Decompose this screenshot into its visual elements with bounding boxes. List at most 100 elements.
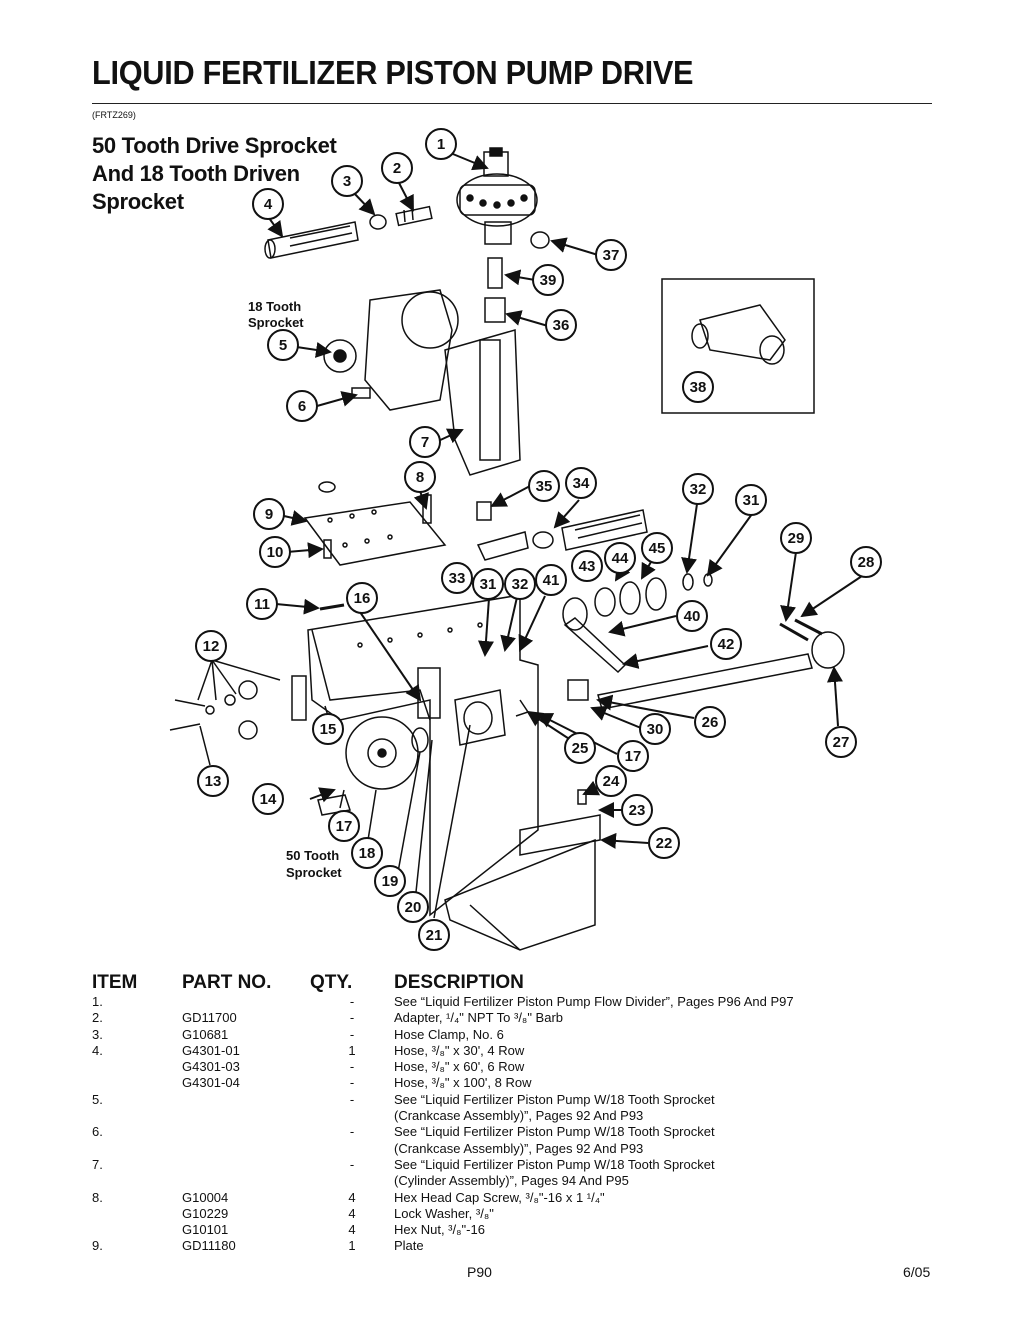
cell-part-number	[182, 994, 310, 1010]
callout-circle	[532, 264, 564, 296]
cell-description: Hose, ³/₈" x 100', 8 Row	[394, 1075, 532, 1091]
cell-qty	[310, 1173, 394, 1189]
plate-drawing	[303, 501, 447, 566]
cell-qty: 1	[348, 1238, 356, 1254]
cell-description: Adapter, ¹/₄" NPT To ³/₈" Barb	[394, 1010, 564, 1026]
diagram-subtitle: 50 Tooth Drive Sprocket And 18 Tooth Dri…	[92, 132, 337, 216]
callout-number: 38	[690, 379, 707, 396]
callout-19: 19	[374, 865, 406, 897]
callout-29: 29	[780, 522, 812, 554]
cell-item	[92, 1222, 182, 1238]
callout-number: 37	[603, 247, 620, 264]
bolt-11-drawing	[319, 603, 345, 611]
callout-23: 23	[621, 794, 653, 826]
cell-qty	[310, 1108, 394, 1124]
callout-number: 25	[572, 740, 589, 757]
callout-circle	[331, 165, 363, 197]
callout-36: 36	[545, 309, 577, 341]
fitting-36-drawing	[484, 297, 506, 323]
cell-part-number	[182, 1141, 310, 1157]
callout-circle	[571, 550, 603, 582]
callout-2: 2	[381, 152, 413, 184]
cell-part-number: G10004	[182, 1189, 229, 1205]
callout-number: 9	[265, 506, 273, 523]
callout-17: 17	[617, 740, 649, 772]
cell-item: 9.	[92, 1238, 103, 1254]
callout-circle	[381, 152, 413, 184]
callout-circle	[286, 390, 318, 422]
bolt-10-drawing	[323, 539, 332, 559]
parts-table: ITEM PART NO. QTY. DESCRIPTION 1.-See “L…	[92, 970, 914, 1255]
cell-description: See “Liquid Fertilizer Piston Pump W/18 …	[394, 1091, 715, 1107]
cell-qty: 4	[348, 1189, 356, 1205]
callout-number: 19	[382, 873, 399, 890]
callout-circle	[418, 919, 450, 951]
cell-part-number: G10101	[182, 1222, 229, 1238]
leader-lines	[267, 151, 863, 849]
callout-number: 18	[359, 845, 376, 862]
callout-circle	[267, 329, 299, 361]
callout-circle	[246, 588, 278, 620]
callout-37: 37	[595, 239, 627, 271]
callout-circle	[564, 732, 596, 764]
callout-26: 26	[694, 706, 726, 738]
callout-35: 35	[528, 470, 560, 502]
cell-description: See “Liquid Fertilizer Piston Pump Flow …	[394, 994, 794, 1009]
callout-circle	[825, 726, 857, 758]
cell-part-number: G4301-03	[182, 1059, 240, 1075]
callout-5: 5	[267, 329, 299, 361]
fitting-drawing	[476, 501, 492, 521]
table-row: G4301-04-Hose, ³/₈" x 100', 8 Row	[92, 1075, 914, 1091]
figure-code: (FRTZ269)	[92, 110, 136, 120]
title-rule	[92, 103, 932, 104]
table-row: (Crankcase Assembly)”, Pages 92 And P93	[92, 1108, 914, 1124]
table-row: 1.-See “Liquid Fertilizer Piston Pump Fl…	[92, 994, 914, 1010]
callout-circle	[710, 628, 742, 660]
callout-number: 12	[203, 638, 220, 655]
cell-part-number: G4301-04	[182, 1075, 240, 1091]
callout-number: 42	[718, 636, 735, 653]
callout-number: 44	[612, 550, 629, 567]
bolt-24-drawing	[577, 789, 587, 805]
idler-parts-drawing	[169, 675, 307, 740]
cell-part-number: GD11700	[182, 1010, 237, 1026]
callout-circle	[425, 128, 457, 160]
hose-drawing	[264, 221, 359, 259]
callout-number: 32	[690, 481, 707, 498]
cell-description: (Cylinder Assembly)”, Pages 94 And P95	[394, 1173, 629, 1189]
hose-clamp-drawing	[369, 214, 387, 230]
callout-number: 3	[343, 173, 351, 190]
callout-circle	[850, 546, 882, 578]
flow-divider-drawing	[456, 147, 538, 245]
callout-21: 21	[418, 919, 450, 951]
label-50-tooth-line1: 50 Tooth	[286, 848, 339, 863]
pump-assembly-drawing	[323, 289, 521, 476]
cell-item	[92, 1173, 182, 1189]
callout-circle	[780, 522, 812, 554]
callout-20: 20	[397, 891, 429, 923]
callout-25: 25	[564, 732, 596, 764]
cell-description: (Crankcase Assembly)”, Pages 92 And P93	[394, 1108, 644, 1124]
callout-number: 17	[625, 748, 642, 765]
cell-description: See “Liquid Fertilizer Piston Pump W/18 …	[394, 1124, 715, 1140]
cell-item: 4.	[92, 1042, 103, 1058]
callout-38: 38	[682, 371, 714, 403]
callout-number: 22	[656, 835, 673, 852]
chain-drawing	[317, 794, 351, 816]
cell-qty: -	[349, 1091, 355, 1107]
cell-description: Hex Head Cap Screw, ³/₈"-16 x 1 ¹/₄"	[394, 1189, 605, 1205]
elbow-33-drawing	[476, 531, 529, 561]
callout-circle	[197, 765, 229, 797]
label-18-tooth-line2: Sprocket	[248, 315, 304, 330]
callout-number: 6	[298, 398, 306, 415]
page-title: LIQUID FERTILIZER PISTON PUMP DRIVE	[92, 54, 694, 91]
callout-circle	[441, 562, 473, 594]
callout-circle	[565, 467, 597, 499]
label-50-tooth-line2: Sprocket	[286, 865, 342, 880]
callout-32: 32	[682, 473, 714, 505]
callout-number: 17	[336, 818, 353, 835]
callout-24: 24	[595, 765, 627, 797]
inset-box	[661, 278, 815, 414]
